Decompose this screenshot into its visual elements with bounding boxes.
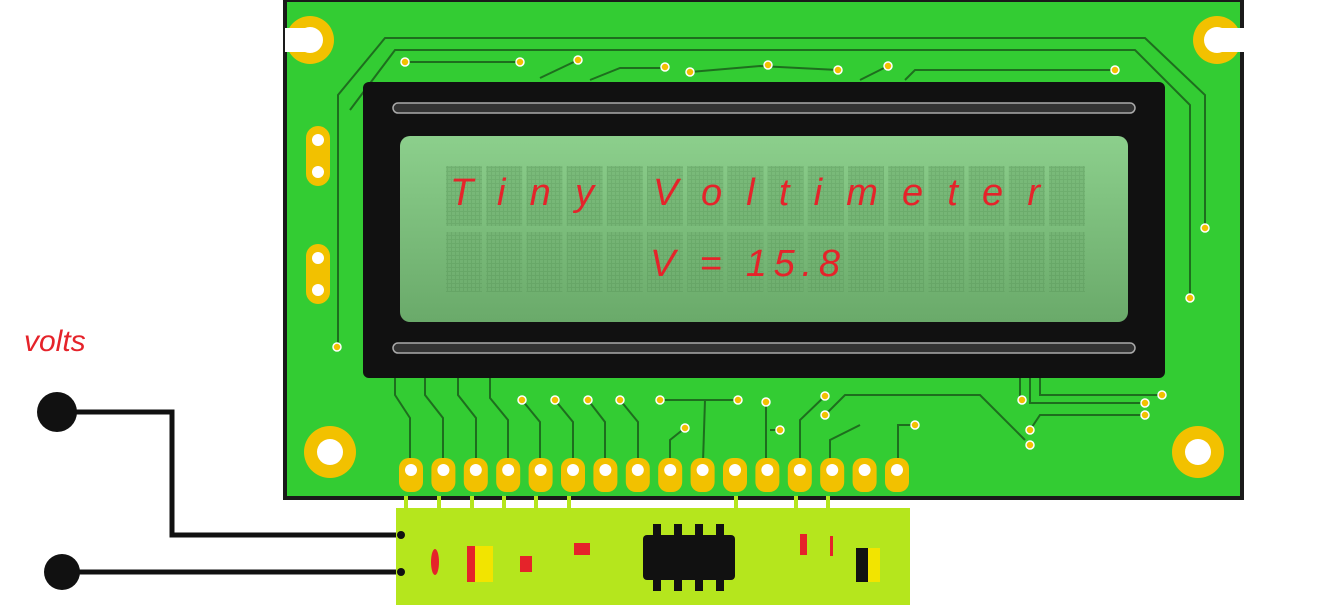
lcd-cell [526, 232, 563, 292]
volts-label: volts [24, 325, 86, 358]
header-pin [431, 458, 456, 492]
lcd-cell [767, 232, 804, 292]
positive-terminal[interactable] [37, 392, 77, 432]
lcd-cell [888, 166, 925, 226]
lcd-cell [446, 232, 482, 292]
header-pin [723, 458, 747, 492]
lcd-cell [1008, 232, 1045, 292]
lcd-line-2: V = 15.8 [650, 243, 840, 285]
board-input-pads [397, 531, 405, 576]
lcd-cell [647, 232, 683, 292]
header-pin [463, 458, 488, 492]
lcd-cell [968, 166, 1005, 226]
mounting-holes [285, 16, 1245, 478]
resistor-1 [520, 556, 532, 572]
lcd-cell [1049, 232, 1085, 292]
header-pin [852, 458, 877, 492]
lcd-cell [968, 232, 1005, 292]
lcd-cell [566, 166, 603, 226]
lcd-cell [807, 232, 844, 292]
lcd-cell [526, 166, 563, 226]
input-wires [57, 409, 400, 575]
lcd-cell [807, 166, 844, 226]
header-pin [885, 458, 909, 492]
lcd-cell [848, 232, 884, 292]
header-pin [690, 458, 715, 492]
lcd-cell [647, 166, 683, 226]
header-pin [820, 458, 845, 492]
lcd-cell [687, 232, 724, 292]
lcd-cell [928, 232, 965, 292]
header-pin [593, 458, 618, 492]
lcd-cell [606, 166, 643, 226]
lcd-cell [486, 166, 523, 226]
capacitor [431, 549, 439, 575]
lcd-character-cells [446, 166, 1085, 292]
lcd-screen [400, 136, 1128, 322]
pcb-traces [337, 37, 1206, 463]
lcd-cell [1008, 166, 1045, 226]
lcd-cell [928, 166, 965, 226]
negative-terminal[interactable] [44, 554, 80, 590]
header-pin [528, 458, 553, 492]
lcd-cell [767, 166, 804, 226]
board-connector-stubs [404, 496, 830, 510]
header-pin [658, 458, 683, 492]
header-pin [625, 458, 650, 492]
lcd-cell [687, 166, 724, 226]
lcd-cell [727, 232, 764, 292]
header-pin [755, 458, 780, 492]
lcd-line-1: Tiny Voltimeter [450, 172, 1041, 214]
header-pin [496, 458, 521, 492]
lcd-cell [566, 232, 603, 292]
lcd-cell [848, 166, 884, 226]
side-pads [306, 126, 330, 304]
lcd-cell [486, 232, 523, 292]
resistor-2 [574, 543, 590, 555]
resistor-3 [800, 534, 807, 555]
header-pin [399, 458, 423, 492]
header-pins [399, 458, 909, 492]
header-pin [561, 458, 585, 492]
lcd-cell [446, 166, 482, 226]
lcd-cell [1049, 166, 1085, 226]
lcd-cell [606, 232, 643, 292]
resistor-4 [830, 536, 833, 556]
lcd-cell [727, 166, 764, 226]
pcb-vias [332, 55, 1210, 450]
ic-chip [643, 524, 735, 591]
lcd-cell [888, 232, 925, 292]
header-pin [787, 458, 812, 492]
